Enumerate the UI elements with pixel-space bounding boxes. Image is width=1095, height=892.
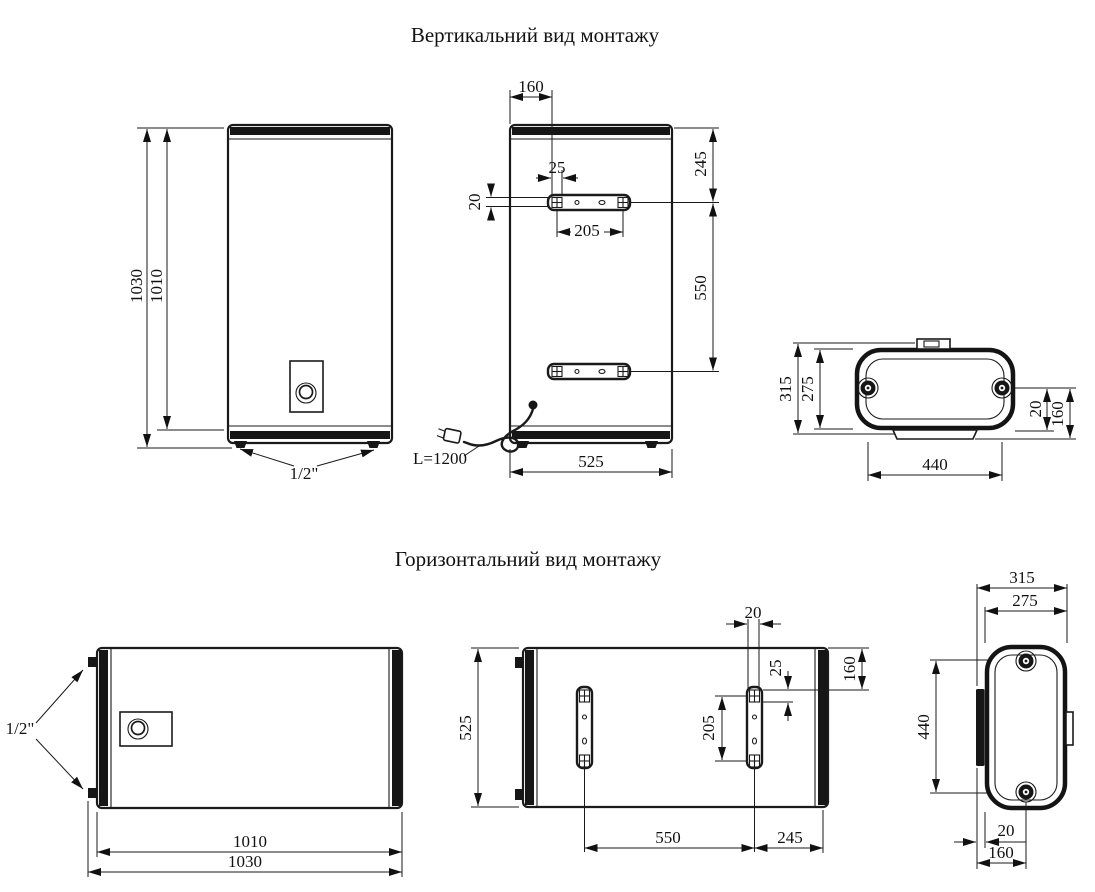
horizontal-view-title: Горизонтальний вид монтажу bbox=[395, 547, 662, 571]
dim-edge-to-bracket-label: 245 bbox=[691, 151, 710, 177]
power-plug bbox=[436, 427, 462, 444]
mounting-bolt-top bbox=[1018, 653, 1034, 669]
horizontal-back-dimensions: 525 20 25 160 205 550 245 bbox=[456, 603, 869, 853]
vertical-front-view: 1030 1010 1/2" bbox=[127, 123, 394, 483]
power-cord: L=1200 bbox=[413, 400, 538, 468]
dim-body-length-label: 1010 bbox=[233, 832, 267, 851]
mounting-bracket-top bbox=[546, 193, 632, 212]
vertical-top-view: 315 275 440 20 160 bbox=[776, 338, 1076, 481]
dim-bracket-spacing-label: 550 bbox=[655, 828, 681, 847]
dim-slot-spacing-label: 205 bbox=[699, 715, 718, 741]
foot-tab-top bbox=[515, 657, 523, 668]
vertical-top-dimensions: 315 275 440 20 160 bbox=[776, 342, 1076, 481]
tank-body bbox=[226, 123, 394, 445]
control-panel bbox=[289, 360, 324, 413]
wall-bracket-bar bbox=[976, 689, 985, 766]
control-panel bbox=[119, 711, 173, 747]
dim-depth-total-label: 315 bbox=[776, 376, 795, 402]
vertical-back-dimensions: 160 25 20 205 245 550 bbox=[465, 77, 719, 478]
dim-wall-to-bolt-label: 160 bbox=[1048, 401, 1067, 427]
cable-length-label: L=1200 bbox=[413, 449, 467, 468]
dim-bolt-spacing-label: 440 bbox=[922, 455, 948, 474]
foot-tab-bottom bbox=[515, 789, 523, 800]
water-connection-left bbox=[234, 441, 247, 448]
dim-total-length-label: 1030 bbox=[228, 852, 262, 871]
horizontal-back-view: 525 20 25 160 205 550 245 bbox=[456, 603, 869, 853]
tank-bottom-cap bbox=[230, 431, 390, 439]
dim-wall-gap-label: 20 bbox=[1026, 401, 1045, 418]
pipe-tab bbox=[916, 338, 951, 350]
tank-cross-section bbox=[854, 347, 1016, 431]
tank-body bbox=[508, 123, 674, 445]
tank-body bbox=[95, 646, 404, 810]
water-connection-bottom bbox=[88, 788, 97, 798]
mounting-bracket-bottom bbox=[546, 362, 632, 381]
dim-width-label: 525 bbox=[578, 452, 604, 471]
dim-depth-body-label: 275 bbox=[1012, 591, 1038, 610]
horizontal-side-view: 315 275 440 20 160 bbox=[914, 568, 1074, 869]
dim-bracket-thickness-label: 20 bbox=[465, 194, 484, 211]
mounting-bracket-right bbox=[745, 685, 764, 770]
water-connection-top bbox=[88, 657, 97, 667]
mounting-bolt-bottom bbox=[1018, 784, 1034, 800]
dim-wall-gap-label: 20 bbox=[998, 821, 1015, 840]
dim-body-height-label: 1010 bbox=[147, 269, 166, 303]
dim-top-offset-label: 160 bbox=[518, 77, 544, 96]
dim-total-height-label: 1030 bbox=[127, 269, 146, 303]
base-stand bbox=[891, 429, 979, 440]
dim-bracket-spacing-label: 550 bbox=[691, 275, 710, 301]
cable-gland bbox=[528, 400, 538, 410]
dim-slot-spacing-label: 205 bbox=[574, 221, 600, 240]
mounting-bolt-left bbox=[860, 380, 876, 396]
mounting-bolt-right bbox=[994, 380, 1010, 396]
water-connection-right bbox=[367, 441, 380, 448]
vertical-back-view: L=1200 160 25 20 205 bbox=[413, 77, 719, 478]
dim-slot-width-label: 25 bbox=[549, 158, 566, 177]
horizontal-front-view: 1/2" 1010 1030 bbox=[6, 646, 404, 877]
dim-wall-to-bolt-label: 160 bbox=[988, 843, 1014, 862]
mounting-bracket-left bbox=[575, 685, 594, 770]
dim-slot-width-label: 25 bbox=[766, 660, 785, 677]
dim-bracket-to-edge-label: 245 bbox=[777, 828, 803, 847]
dim-bracket-thickness-label: 20 bbox=[745, 603, 762, 622]
vertical-front-dimensions: 1030 1010 1/2" bbox=[127, 127, 375, 483]
dim-edge-to-bolt-label: 160 bbox=[840, 656, 859, 682]
connection-size-label: 1/2" bbox=[290, 464, 319, 483]
tank-top-cap bbox=[230, 127, 390, 135]
pipe-tab bbox=[1065, 711, 1074, 746]
dim-depth-total-label: 315 bbox=[1009, 568, 1035, 587]
horizontal-side-dimensions: 315 275 440 20 160 bbox=[914, 568, 1068, 869]
dim-depth-body-label: 275 bbox=[798, 376, 817, 402]
dim-width-label: 525 bbox=[456, 715, 475, 741]
dim-bolt-spacing-label: 440 bbox=[914, 714, 933, 740]
vertical-view-title: Вертикальний вид монтажу bbox=[411, 23, 660, 47]
horizontal-front-dimensions: 1/2" 1010 1030 bbox=[6, 669, 403, 877]
connection-size-label: 1/2" bbox=[6, 719, 35, 738]
